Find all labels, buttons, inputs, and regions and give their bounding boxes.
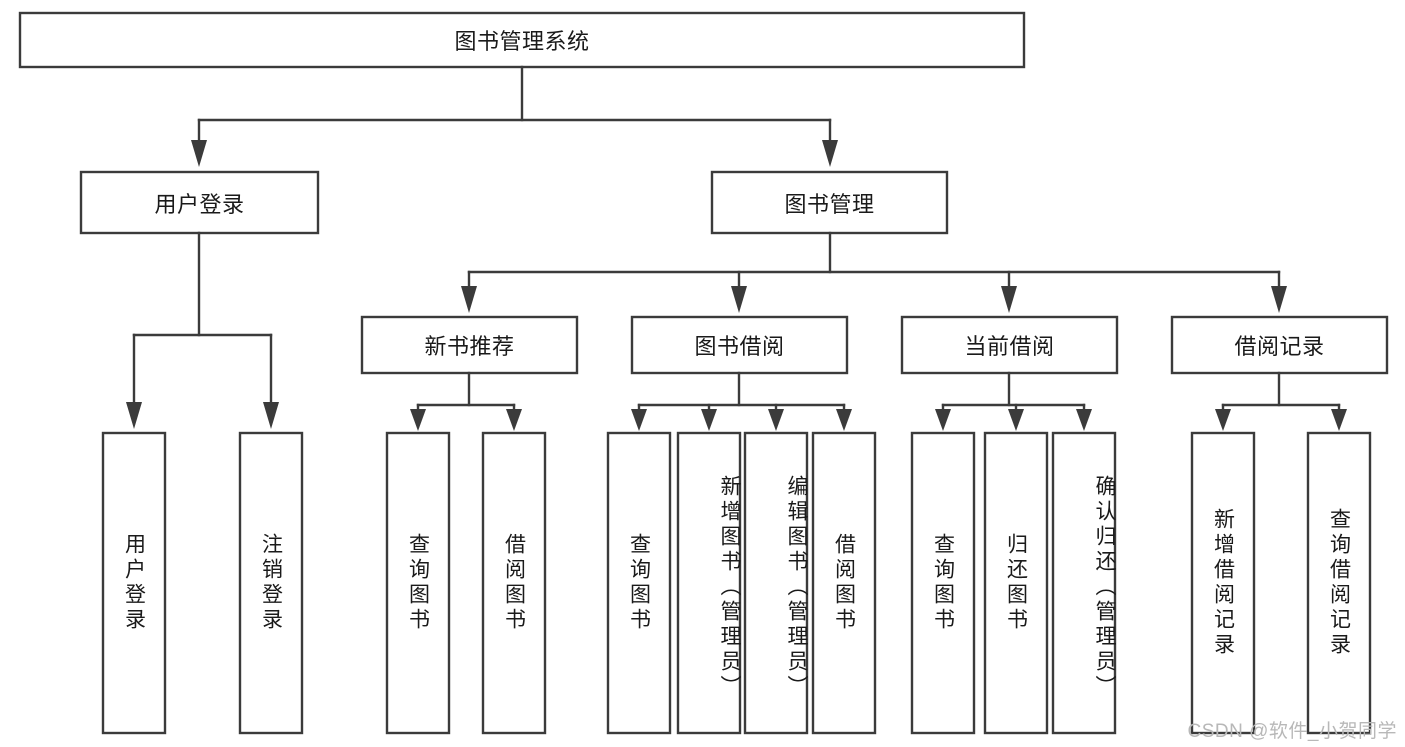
arrow-head-leaf-confirm-return-admin — [1076, 409, 1092, 431]
node-box-leaf-borrow-book-recommend[interactable] — [481, 431, 547, 735]
node-box-leaf-user-login[interactable] — [101, 431, 167, 735]
node-box-leaf-add-book-admin[interactable] — [676, 431, 742, 735]
node-box-leaf-logout[interactable] — [238, 431, 304, 735]
arrow-head-new-book-recommend — [461, 286, 477, 313]
connector-root-to-level2 — [191, 65, 838, 167]
arrow-head-book-borrow — [731, 286, 747, 313]
node-box-leaf-query-book-borrow[interactable] — [606, 431, 672, 735]
node-box-leaf-borrow-book[interactable] — [811, 431, 877, 735]
arrow-head-leaf-add-book-admin — [701, 409, 717, 431]
connector-borrow-record-to-leaves — [1215, 371, 1347, 431]
node-box-leaf-add-borrow-record[interactable] — [1190, 431, 1256, 735]
node-box-leaf-edit-book-admin[interactable] — [743, 431, 809, 735]
node-box-leaf-query-book-current[interactable] — [910, 431, 976, 735]
arrow-head-leaf-borrow-book — [836, 409, 852, 431]
node-box-current-borrow[interactable] — [900, 315, 1119, 375]
arrow-head-leaf-borrow-book-recommend — [506, 409, 522, 431]
arrow-head-leaf-query-book-borrow — [631, 409, 647, 431]
arrow-head-leaf-user-login — [126, 402, 142, 429]
node-box-user-login[interactable] — [79, 170, 320, 235]
node-box-leaf-confirm-return-admin[interactable] — [1051, 431, 1117, 735]
connector-current-borrow-to-leaves — [935, 371, 1092, 431]
arrow-head-current-borrow — [1001, 286, 1017, 313]
arrow-head-leaf-query-book-recommend — [410, 409, 426, 431]
arrow-head-leaf-logout — [263, 402, 279, 429]
arrow-head-leaf-query-borrow-record — [1331, 409, 1347, 431]
node-box-book-borrow[interactable] — [630, 315, 849, 375]
connector-book-borrow-to-leaves — [631, 371, 852, 431]
connector-new-book-recommend-to-leaves — [410, 371, 522, 431]
node-box-new-book-recommend[interactable] — [360, 315, 579, 375]
arrow-head-leaf-add-borrow-record — [1215, 409, 1231, 431]
arrow-head-leaf-query-book-current — [935, 409, 951, 431]
arrow-head-leaf-return-book — [1008, 409, 1024, 431]
arrow-head-leaf-edit-book-admin — [768, 409, 784, 431]
connector-book-management-to-level3 — [461, 231, 1287, 313]
connector-user-login-to-leaves — [126, 231, 279, 429]
node-box-borrow-record[interactable] — [1170, 315, 1389, 375]
node-box-leaf-query-book-recommend[interactable] — [385, 431, 451, 735]
arrow-head-borrow-record — [1271, 286, 1287, 313]
node-box-root[interactable] — [18, 11, 1026, 69]
node-box-leaf-return-book[interactable] — [983, 431, 1049, 735]
arrow-head-book-management — [822, 140, 838, 167]
arrow-head-user-login — [191, 140, 207, 167]
node-box-book-management[interactable] — [710, 170, 949, 235]
node-box-leaf-query-borrow-record[interactable] — [1306, 431, 1372, 735]
